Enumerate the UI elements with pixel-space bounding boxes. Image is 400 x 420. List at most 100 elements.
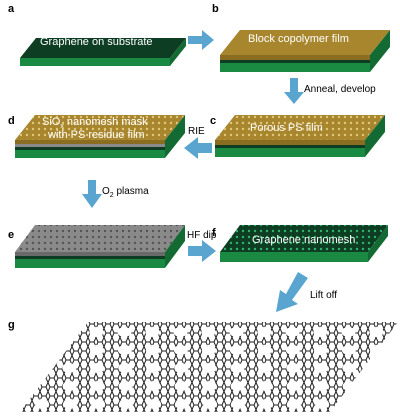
panel-a-letter: a bbox=[8, 3, 15, 15]
panel-c-letter: c bbox=[210, 115, 216, 127]
panel-g: g bbox=[8, 319, 398, 412]
nanomesh-hole bbox=[287, 399, 302, 409]
nanomesh-hole bbox=[313, 327, 328, 337]
nanomesh-hole bbox=[341, 345, 356, 355]
step-o2-plasma: O2 plasma bbox=[102, 186, 149, 199]
nanomesh-hole bbox=[257, 327, 272, 337]
nanomesh-hole bbox=[173, 345, 188, 355]
panel-d-letter: d bbox=[8, 115, 15, 127]
nanomesh-hole bbox=[89, 327, 104, 337]
nanomesh-hole bbox=[285, 345, 300, 355]
nanomesh-hole bbox=[203, 399, 218, 409]
panel-f-label: Graphene nanomesh bbox=[252, 234, 355, 246]
nanomesh-hole bbox=[257, 345, 272, 355]
nanomesh-holes bbox=[35, 327, 384, 409]
nanomesh-hole bbox=[231, 399, 246, 409]
panel-f-front bbox=[220, 252, 368, 262]
nanomesh-hole bbox=[369, 345, 384, 355]
nanomesh-hole bbox=[313, 345, 328, 355]
arrow-a-to-b bbox=[188, 30, 214, 50]
panel-e-side bbox=[165, 225, 185, 268]
nanomesh-hole bbox=[286, 363, 301, 373]
nanomesh-hole bbox=[202, 381, 217, 391]
nanomesh-hole bbox=[145, 327, 160, 337]
panel-b-letter: b bbox=[212, 3, 219, 15]
nanomesh-hole bbox=[342, 363, 357, 373]
panel-a: a Graphene on substrate bbox=[8, 3, 186, 66]
panel-a-front bbox=[20, 58, 170, 66]
panel-f-letter: f bbox=[212, 227, 216, 239]
panel-b: b Block copolymer film bbox=[212, 3, 390, 72]
panel-d-label-line2: with PS residue film bbox=[47, 129, 145, 141]
nanomesh-hole bbox=[201, 345, 216, 355]
panel-a-label: Graphene on substrate bbox=[40, 36, 153, 48]
nanomesh-hole bbox=[314, 381, 329, 391]
step-anneal-develop: Anneal, develop bbox=[304, 84, 376, 95]
panel-c-side bbox=[365, 115, 385, 157]
nanomesh-hole bbox=[62, 381, 77, 391]
nanomesh-hole bbox=[174, 363, 189, 373]
nanomesh-hole bbox=[117, 345, 132, 355]
panel-g-letter: g bbox=[8, 319, 15, 331]
nanomesh-hole bbox=[91, 399, 106, 409]
panel-c: c Porous PS film bbox=[210, 115, 385, 157]
nanomesh-hole bbox=[315, 399, 330, 409]
nanomesh-hole bbox=[369, 327, 384, 337]
nanomesh-hole bbox=[229, 345, 244, 355]
panel-f-side bbox=[368, 225, 388, 262]
nanomesh-hole bbox=[202, 363, 217, 373]
panel-f: f Graphene nanomesh bbox=[212, 225, 388, 262]
arrow-c-to-d bbox=[184, 137, 212, 159]
nanomesh-hole bbox=[230, 363, 245, 373]
nanomesh-hole bbox=[119, 399, 134, 409]
nanomesh-hole bbox=[147, 399, 162, 409]
panel-b-label: Block copolymer film bbox=[248, 33, 349, 45]
nanomesh-hole bbox=[201, 327, 216, 337]
nanomesh-hole bbox=[229, 327, 244, 337]
panel-a-top bbox=[20, 38, 186, 58]
nanomesh-hole bbox=[146, 381, 161, 391]
panel-d-label-line1: SiOx nanomesh mask bbox=[42, 116, 148, 130]
panel-b-side bbox=[370, 30, 390, 72]
nanomesh-hole bbox=[314, 363, 329, 373]
nanomesh-hole bbox=[258, 363, 273, 373]
nanomesh-hole bbox=[174, 381, 189, 391]
arrow-f-to-g bbox=[276, 272, 308, 312]
nanomesh-hole bbox=[258, 381, 273, 391]
panel-b-front bbox=[220, 63, 370, 72]
panel-d-side bbox=[165, 115, 185, 158]
nanomesh-hole bbox=[118, 363, 133, 373]
nanomesh-hole bbox=[90, 363, 105, 373]
nanomesh-hole bbox=[175, 399, 190, 409]
nanomesh-hole bbox=[90, 381, 105, 391]
nanomesh-hole bbox=[230, 381, 245, 391]
panel-b-top bbox=[220, 30, 390, 55]
nanomesh-hole bbox=[89, 345, 104, 355]
nanomesh-hole bbox=[63, 399, 78, 409]
panel-c-front bbox=[215, 148, 365, 157]
nanomesh-hole bbox=[35, 399, 50, 409]
panel-e-front bbox=[15, 259, 165, 268]
nanomesh-hole bbox=[146, 363, 161, 373]
nanomesh-hole bbox=[341, 327, 356, 337]
arrow-e-to-f bbox=[188, 240, 216, 262]
arrow-d-to-e bbox=[82, 180, 102, 208]
nanomesh-hole bbox=[173, 327, 188, 337]
panel-e: e bbox=[8, 225, 185, 268]
step-rie: RIE bbox=[188, 126, 205, 137]
nanomesh-hole bbox=[118, 381, 133, 391]
panel-a-side bbox=[170, 38, 186, 66]
nanomesh-hole bbox=[285, 327, 300, 337]
nanomesh-hole bbox=[259, 399, 274, 409]
step-hf-dip: HF dip bbox=[187, 230, 217, 241]
nanomesh-hole bbox=[286, 381, 301, 391]
panel-d: d SiOx nanomesh mask with PS residue fil… bbox=[8, 115, 185, 158]
nanomesh-hole bbox=[117, 327, 132, 337]
panel-d-front bbox=[15, 150, 165, 158]
nanomesh-hole bbox=[145, 345, 160, 355]
nanomesh-hole bbox=[342, 381, 357, 391]
step-lift-off: Lift off bbox=[310, 290, 337, 301]
panel-c-label: Porous PS film bbox=[250, 122, 323, 134]
panel-e-letter: e bbox=[8, 229, 14, 241]
